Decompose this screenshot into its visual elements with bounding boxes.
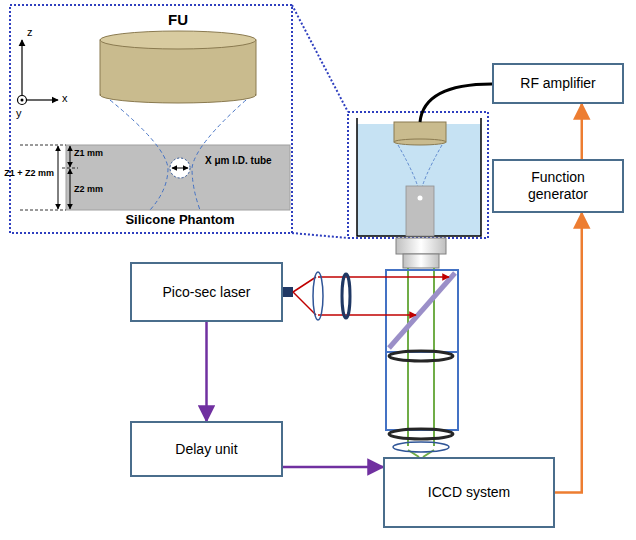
silicone-phantom <box>172 168 188 169</box>
focus-beam <box>110 100 168 210</box>
tank-phantom <box>418 196 423 201</box>
part-label: FU <box>150 11 206 28</box>
optical-filters <box>393 442 449 452</box>
transducer <box>100 31 256 103</box>
box-label: Delay unit <box>175 441 237 458</box>
objective-lens <box>396 238 446 254</box>
water-tank <box>357 118 481 236</box>
part-label: X μm I.D. tube <box>205 155 289 167</box>
box-label: ICCD system <box>428 484 510 501</box>
laser-beam <box>342 274 350 318</box>
camera-box: ICCD system <box>383 457 555 528</box>
filter-cube <box>386 270 458 430</box>
signal-arrow <box>205 322 208 421</box>
dimension-label: Z1 mm <box>74 148 114 158</box>
dimension-label: Z2 mm <box>74 184 114 194</box>
axis-label: y <box>16 107 30 120</box>
transducer <box>100 31 256 49</box>
tank-transducer <box>394 122 446 196</box>
part-label: Silicone Phantom <box>100 213 260 228</box>
rf-cable <box>420 84 492 122</box>
optical-filters <box>389 351 453 361</box>
tank-phantom <box>406 186 434 236</box>
optical-filters <box>389 429 453 439</box>
inset-frame <box>10 5 292 233</box>
silicone-phantom <box>170 158 190 178</box>
laser-beam <box>283 287 293 297</box>
axes <box>27 99 58 100</box>
delay-box: Delay unit <box>130 421 283 477</box>
signal-arrow <box>555 213 582 493</box>
axis-label: z <box>27 26 41 39</box>
generator-box: Function generator <box>492 159 624 213</box>
signal-arrow <box>283 466 383 469</box>
inset-frame <box>10 5 488 238</box>
green-beam <box>407 268 409 446</box>
inset-frame <box>292 233 348 238</box>
optical-filters <box>389 351 453 452</box>
axes <box>18 96 27 105</box>
axes <box>21 40 22 95</box>
axes <box>21 99 24 102</box>
water-tank <box>357 118 481 236</box>
axes <box>18 40 59 105</box>
dimension-lines <box>20 210 66 211</box>
water-tank <box>357 124 481 236</box>
dimension-lines <box>62 168 78 169</box>
laser-beam <box>313 272 323 320</box>
dimension-lines <box>70 169 71 209</box>
dimension-lines <box>20 145 66 146</box>
dimension-lines <box>70 146 71 167</box>
axis-label: x <box>62 92 76 105</box>
tank-phantom <box>406 186 434 236</box>
filter-cube <box>389 273 455 348</box>
filter-cube <box>386 270 458 352</box>
dimension-lines <box>58 146 59 209</box>
inset-frame <box>348 112 488 238</box>
box-label: Function generator <box>500 169 616 203</box>
box-label: RF amplifier <box>520 75 595 92</box>
silicone-phantom <box>66 145 290 210</box>
filter-cube <box>386 352 458 430</box>
laser-beam <box>318 314 416 316</box>
silicone-phantom <box>66 145 290 210</box>
tank-transducer <box>394 139 446 145</box>
dimension-label: Z1 + Z2 mm <box>4 168 54 178</box>
laser-beam <box>283 272 449 320</box>
objective-lens <box>396 238 446 268</box>
signal-arrow <box>581 104 584 159</box>
amplifier-box: RF amplifier <box>492 63 624 104</box>
objective-lens <box>403 254 439 268</box>
box-label: Pico-sec laser <box>163 284 251 301</box>
laser-box: Pico-sec laser <box>130 262 283 322</box>
inset-frame <box>292 5 348 112</box>
laser-beam <box>318 276 449 278</box>
